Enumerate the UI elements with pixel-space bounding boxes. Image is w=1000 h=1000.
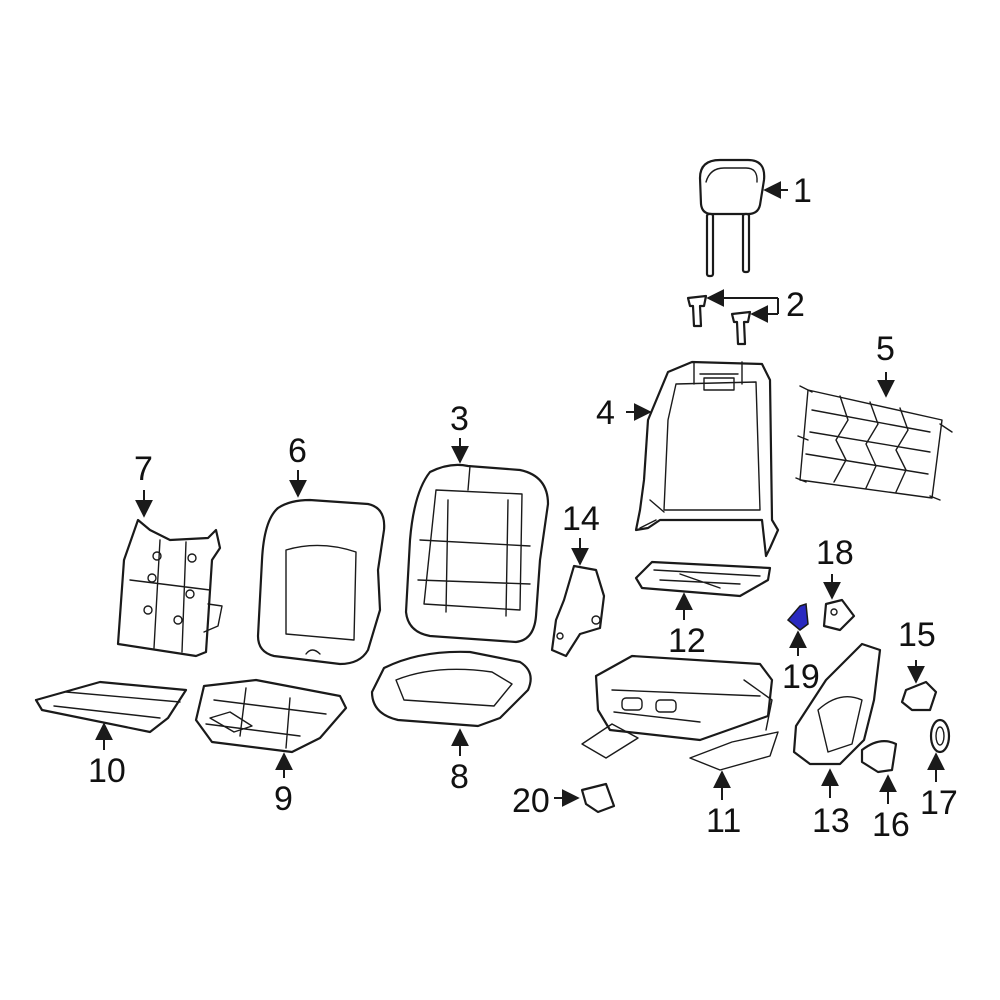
callout-9[interactable]: 9 [274,780,293,818]
part-recline-handle[interactable] [860,739,898,774]
part-clip[interactable] [822,598,856,632]
callout-4[interactable]: 4 [596,394,615,432]
callout-19[interactable]: 19 [782,658,820,696]
callout-14[interactable]: 14 [562,500,600,538]
callout-17[interactable]: 17 [920,784,958,822]
callout-2[interactable]: 2 [786,286,805,324]
callout-8[interactable]: 8 [450,758,469,796]
part-seat-pan[interactable] [634,560,772,598]
part-headrest[interactable] [698,158,766,278]
part-seatback-cover[interactable] [404,463,550,644]
part-spring-mat[interactable] [795,385,953,501]
callout-1[interactable]: 1 [793,172,812,210]
callout-10[interactable]: 10 [88,752,126,790]
part-seatback-frame[interactable] [634,360,780,558]
part-end-cap[interactable] [929,718,951,754]
callout-16[interactable]: 16 [872,806,910,844]
callout-11[interactable]: 11 [706,802,741,840]
callout-labels: 1 2 3 4 5 6 7 8 9 10 11 12 13 14 15 16 1… [88,172,958,844]
part-seatback-foam[interactable] [256,498,386,666]
leader-lines [95,181,945,807]
part-adjuster-knob[interactable] [900,680,938,712]
callout-12[interactable]: 12 [668,622,706,660]
part-cushion-foam[interactable] [370,650,532,728]
part-seat-track[interactable] [581,654,779,771]
callout-5[interactable]: 5 [876,330,895,368]
callout-6[interactable]: 6 [288,432,307,470]
part-cushion-cover[interactable] [194,678,348,754]
part-side-bracket[interactable] [550,564,606,658]
callout-15[interactable]: 15 [898,616,936,654]
part-cushion-heater-pad[interactable] [34,680,188,734]
callout-7[interactable]: 7 [134,450,153,488]
part-highlighted-trim[interactable] [786,602,809,631]
callout-20[interactable]: 20 [512,782,550,820]
part-small-bracket[interactable] [580,782,616,814]
callout-13[interactable]: 13 [812,802,850,840]
part-headrest-guides[interactable] [686,294,752,346]
callout-18[interactable]: 18 [816,534,854,572]
callout-3[interactable]: 3 [450,400,469,438]
part-side-shield[interactable] [792,642,882,766]
part-back-heater-pad[interactable] [116,518,223,658]
